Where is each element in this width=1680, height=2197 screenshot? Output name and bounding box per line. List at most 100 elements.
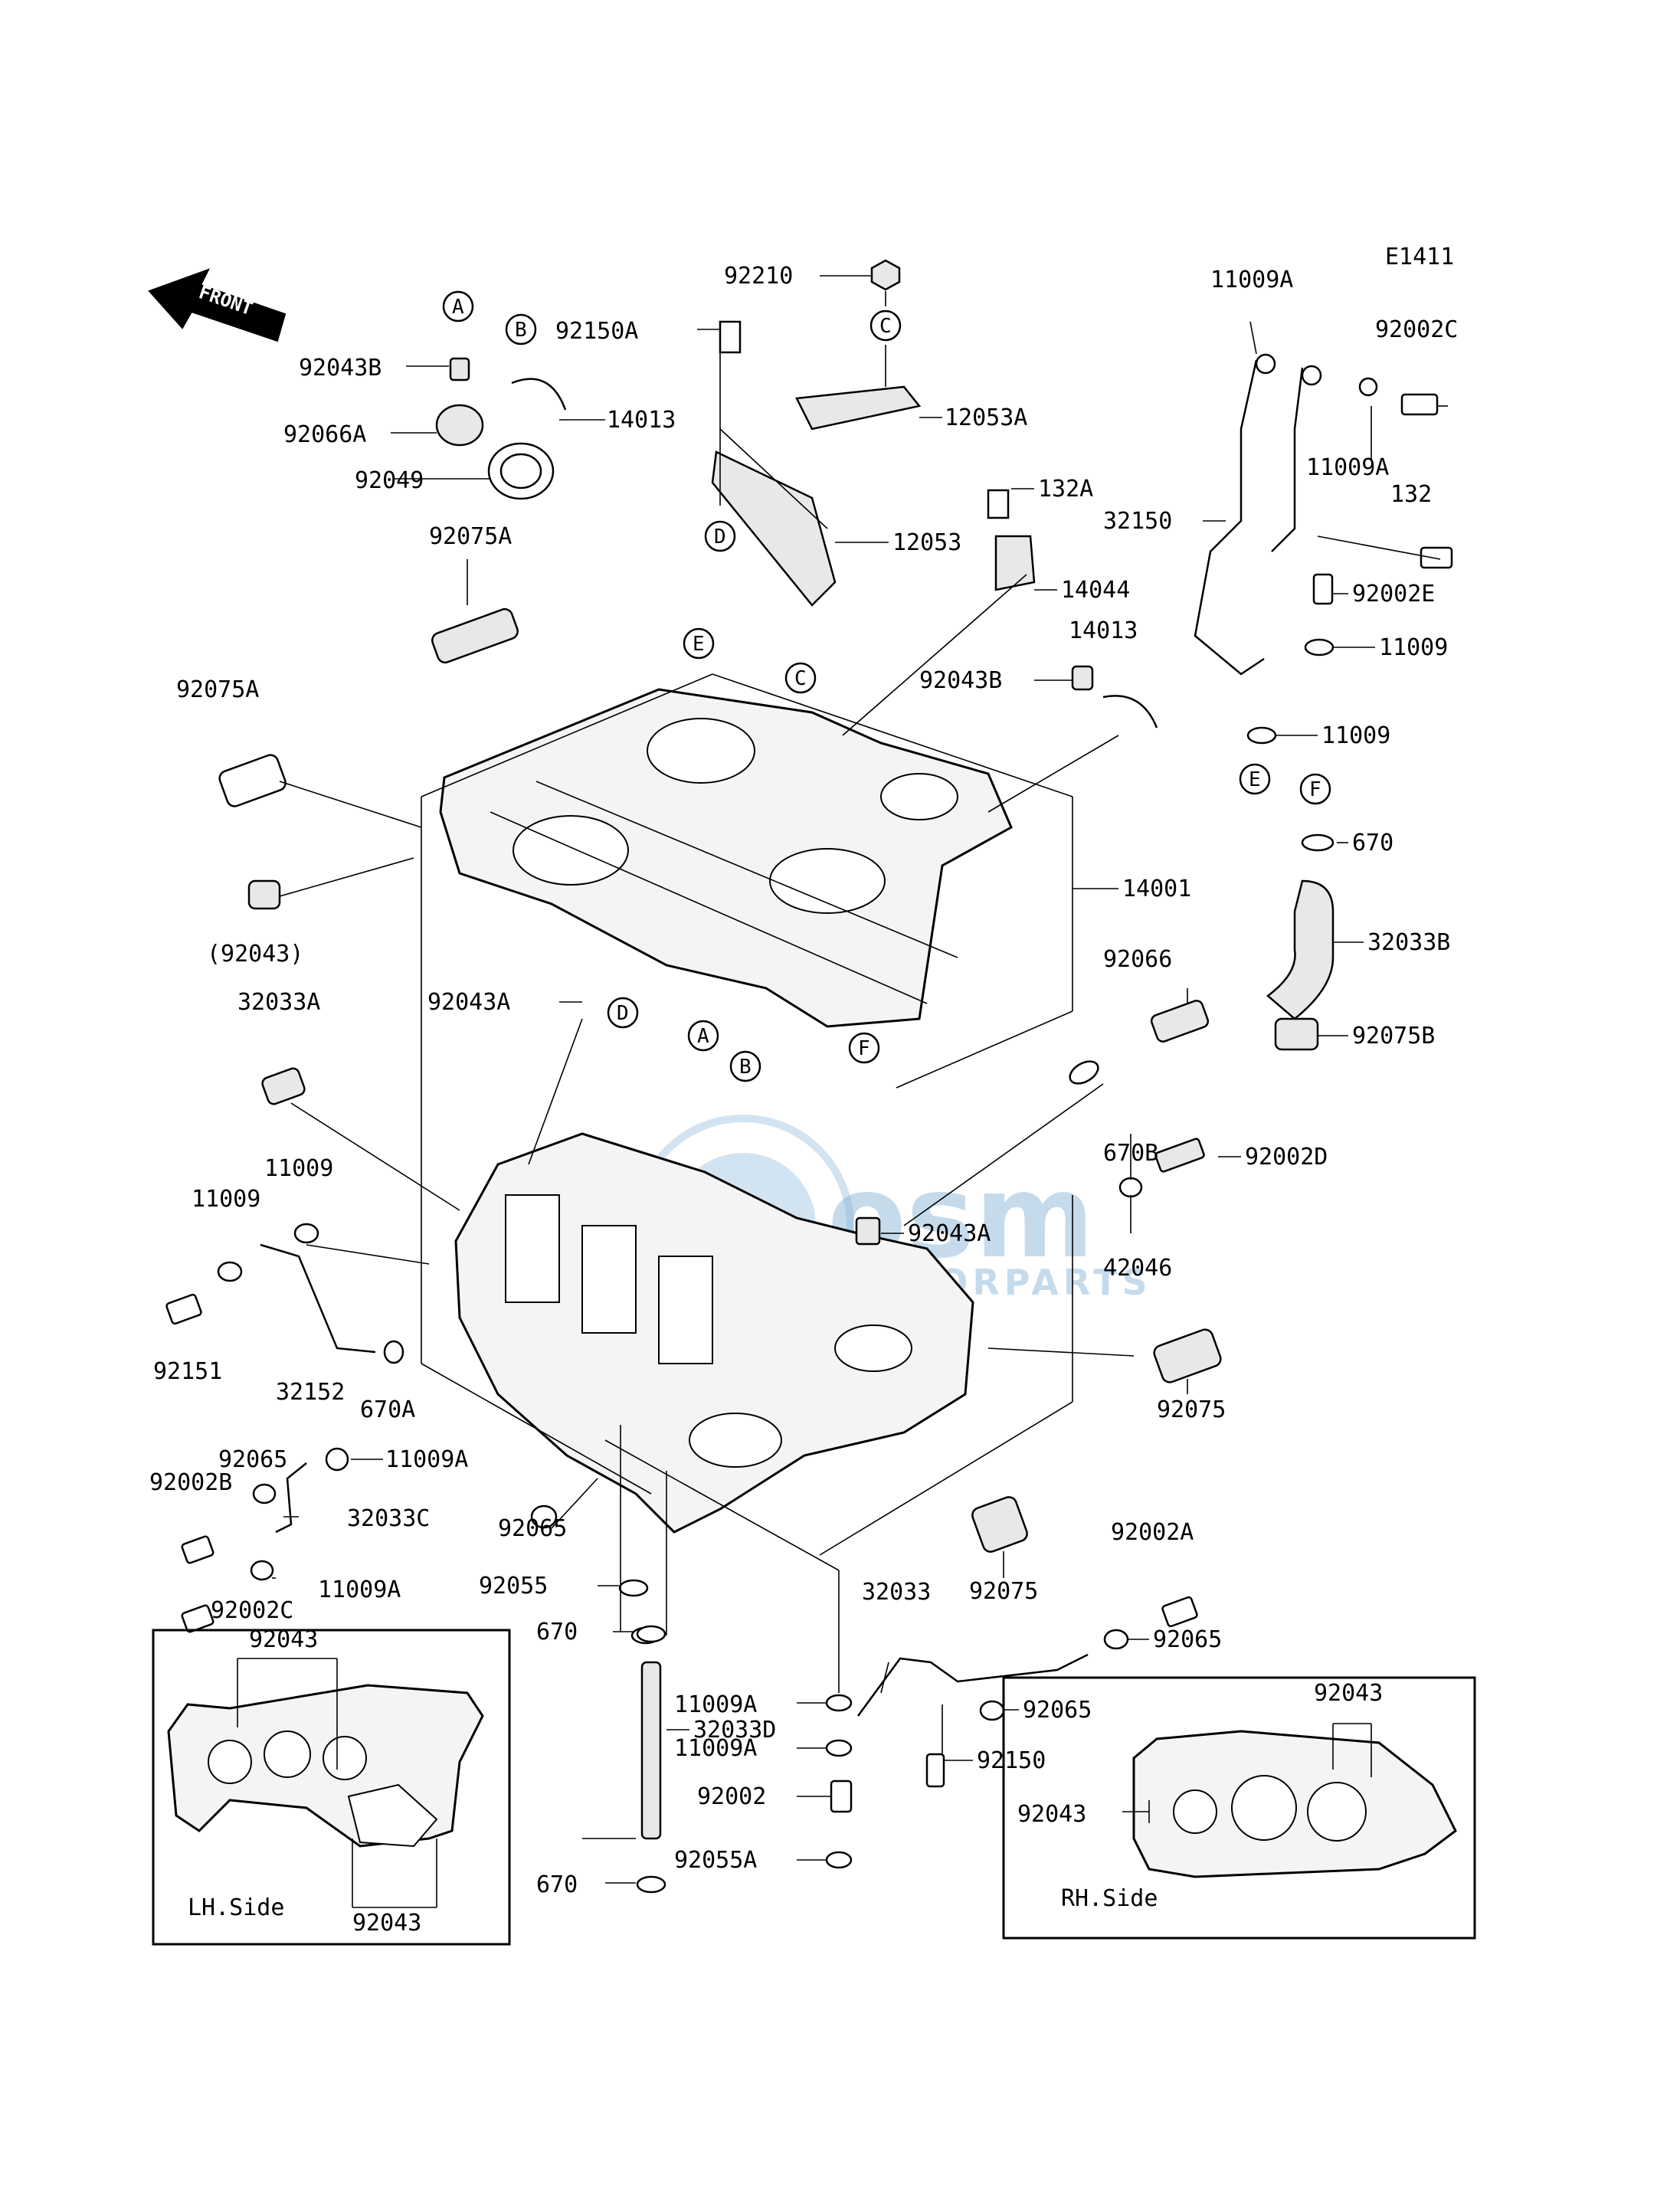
svg-text:B: B <box>739 1056 752 1079</box>
label-670-mid: 670 <box>536 1619 578 1645</box>
front-arrow-icon: FRONT <box>148 268 287 342</box>
label-92043B: 92043B <box>299 355 382 381</box>
label-14013-right: 14013 <box>1069 617 1138 644</box>
label-14001: 14001 <box>1122 876 1191 902</box>
svg-text:E: E <box>1249 768 1261 791</box>
bracket-icon <box>994 535 1036 591</box>
bolt-icon <box>719 320 742 354</box>
svg-text:A: A <box>452 296 464 319</box>
label-11009-l1: 11009 <box>264 1155 333 1182</box>
svg-text:F: F <box>1309 778 1321 801</box>
diagram-code: E1411 <box>1385 244 1454 270</box>
label-32033A: 32033A <box>237 989 320 1016</box>
label-14013: 14013 <box>607 407 676 434</box>
lh-side-inset: LH.Side <box>152 1629 511 1946</box>
label-92002B: 92002B <box>149 1469 232 1496</box>
rh-side-inset: RH.Side <box>1002 1676 1476 1940</box>
label-32033: 32033 <box>862 1579 931 1606</box>
label-670-top: 670 <box>1352 830 1393 856</box>
label-92065-r1: 92065 <box>1153 1626 1222 1653</box>
label-670B: 670B <box>1103 1140 1158 1167</box>
label-11009A-mid: 11009A <box>1306 454 1389 481</box>
label-14044: 14044 <box>1061 577 1130 604</box>
label-92210: 92210 <box>724 263 793 290</box>
upper-crankcase <box>439 688 1013 1028</box>
marker-f-right: F <box>1299 773 1331 805</box>
label-92075-r: 92075 <box>1157 1396 1226 1423</box>
label-11009A-l2: 11009A <box>318 1577 401 1603</box>
svg-text:E: E <box>693 633 705 656</box>
marker-d-top: D <box>704 520 736 552</box>
label-92055A: 92055A <box>674 1847 757 1874</box>
marker-c-top: C <box>869 309 902 342</box>
marker-b-mid: B <box>729 1050 761 1082</box>
marker-b-top: B <box>505 313 537 345</box>
marker-d-mid: D <box>607 997 639 1029</box>
label-92075-b: 92075 <box>969 1578 1038 1605</box>
label-92066: 92066 <box>1103 946 1172 973</box>
label-92043-lh-bot: 92043 <box>352 1910 421 1937</box>
label-92065-m: 92065 <box>498 1515 567 1542</box>
label-92043-paren: (92043) <box>207 941 303 968</box>
label-12053: 12053 <box>892 529 961 556</box>
rh-side-label: RH.Side <box>1061 1885 1158 1912</box>
label-92065-l: 92065 <box>218 1446 287 1473</box>
label-92151: 92151 <box>153 1358 222 1385</box>
label-132: 132 <box>1390 481 1432 508</box>
chain-guide-a-icon <box>795 385 922 431</box>
label-92075A: 92075A <box>429 523 512 550</box>
hose-icon <box>1266 879 1335 1020</box>
marker-c-mid: C <box>784 662 817 694</box>
label-42046: 42046 <box>1103 1255 1172 1282</box>
label-32152: 32152 <box>276 1379 345 1406</box>
svg-text:A: A <box>697 1025 709 1048</box>
svg-text:D: D <box>714 526 726 548</box>
label-11009A-l1: 11009A <box>385 1446 468 1473</box>
label-11009A-b1: 11009A <box>674 1691 757 1718</box>
label-670A: 670A <box>360 1396 415 1423</box>
label-92002A: 92002A <box>1111 1519 1194 1546</box>
bearing-shell-icon <box>511 378 567 411</box>
assembly-outline <box>421 673 1073 1556</box>
label-12053A: 12053A <box>945 404 1027 431</box>
oil-pipe-bottom-icon <box>856 1653 1089 1717</box>
svg-text:B: B <box>515 319 527 342</box>
marker-a-mid: A <box>687 1020 719 1052</box>
label-92002: 92002 <box>697 1783 766 1810</box>
marker-e-right: E <box>1239 763 1271 795</box>
label-92002C-top: 92002C <box>1375 316 1458 343</box>
svg-text:C: C <box>794 667 807 690</box>
dowel-pin-icon <box>449 357 470 381</box>
label-92055: 92055 <box>479 1573 548 1599</box>
part-labels: 92043B 92066A 92049 14013 92075A 92150A … <box>149 263 1458 1937</box>
marker-f-mid: F <box>848 1032 880 1064</box>
label-32150: 32150 <box>1103 508 1172 535</box>
label-92150: 92150 <box>977 1747 1046 1774</box>
oil-pipe-icon <box>1194 359 1265 676</box>
label-11009A-b2: 11009A <box>674 1735 757 1762</box>
label-132A: 132A <box>1038 476 1093 503</box>
label-92002D: 92002D <box>1245 1144 1328 1171</box>
label-92150A: 92150A <box>555 318 638 345</box>
label-32033C: 32033C <box>347 1505 430 1532</box>
label-92049: 92049 <box>355 467 424 494</box>
svg-text:D: D <box>617 1002 629 1025</box>
label-92065-r2: 92065 <box>1023 1697 1092 1724</box>
label-92043A-top: 92043A <box>427 989 510 1016</box>
lh-side-label: LH.Side <box>188 1894 284 1921</box>
label-92043A-mid: 92043A <box>908 1220 991 1247</box>
oil-pipe-vertical-icon <box>640 1661 662 1840</box>
svg-text:F: F <box>858 1037 870 1060</box>
oil-pipe-left-icon <box>260 1243 376 1354</box>
label-670-bot: 670 <box>536 1871 578 1898</box>
nut-icon <box>719 259 1010 519</box>
label-32033B: 32033B <box>1367 929 1450 956</box>
label-92075B: 92075B <box>1352 1023 1435 1049</box>
lower-crankcase <box>454 1132 974 1534</box>
label-11009-l2: 11009 <box>192 1186 260 1213</box>
label-92002C-b: 92002C <box>211 1597 293 1624</box>
label-92002E: 92002E <box>1352 581 1435 607</box>
label-92066A: 92066A <box>283 421 366 448</box>
marker-e-top: E <box>683 627 715 660</box>
